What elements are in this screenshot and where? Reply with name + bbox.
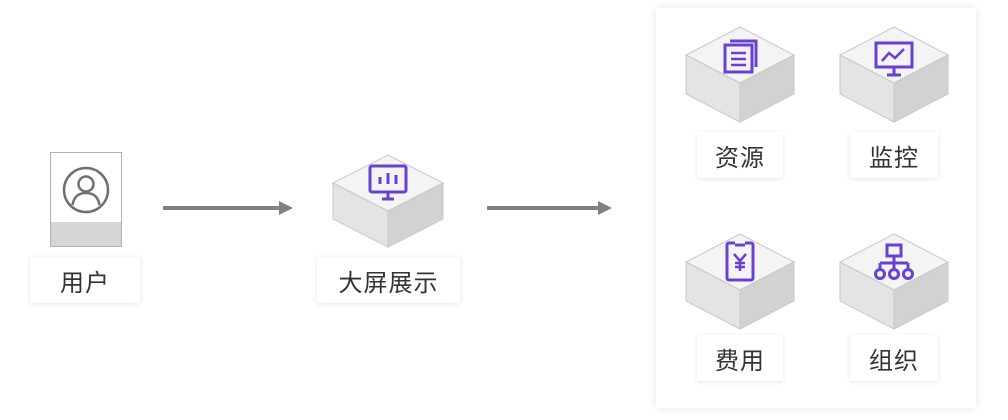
arrow-user-to-screen — [163, 206, 281, 210]
monitor-chart-icon — [874, 41, 914, 77]
org-chart-icon — [874, 243, 914, 280]
user-label: 用户 — [30, 257, 140, 303]
dashboard-screen-icon — [368, 164, 408, 201]
user-card — [50, 152, 122, 247]
resource-cube — [684, 26, 796, 123]
arrow-user-to-screen-head — [279, 201, 293, 215]
monitor-cube — [838, 26, 950, 123]
user-avatar-icon — [62, 166, 110, 214]
document-list-icon — [723, 39, 758, 74]
org-cube — [838, 233, 950, 330]
user-card-footer — [51, 222, 121, 246]
monitor-label: 监控 — [850, 132, 938, 178]
resource-label: 资源 — [697, 132, 783, 178]
org-label: 组织 — [850, 335, 938, 381]
arrow-screen-to-panel — [487, 206, 600, 210]
cost-cube — [684, 233, 796, 330]
arrow-screen-to-panel-head — [598, 201, 612, 215]
cost-label: 费用 — [697, 335, 783, 381]
screen-label: 大屏展示 — [317, 257, 460, 303]
yen-receipt-icon — [725, 241, 755, 282]
